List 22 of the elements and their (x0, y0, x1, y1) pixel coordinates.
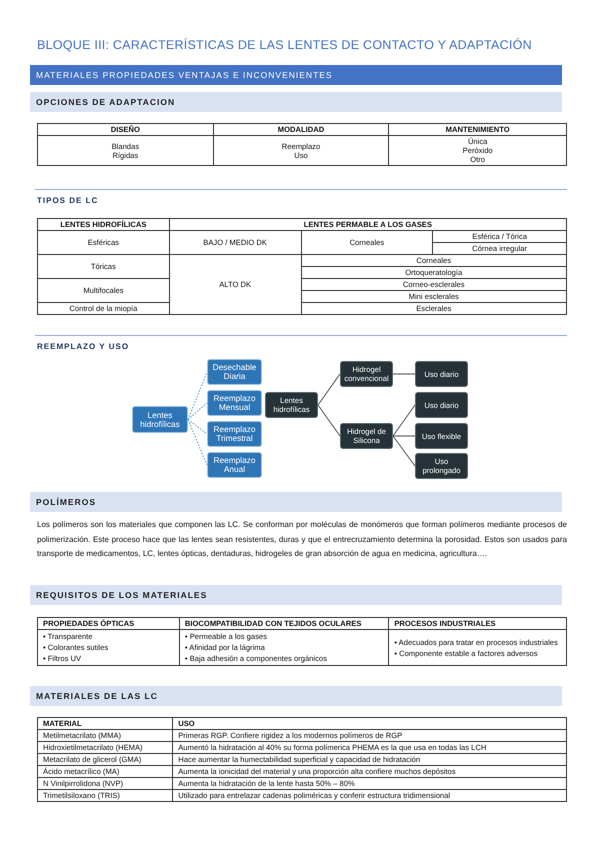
connector-line (318, 404, 340, 436)
section-banner: OPCIONES DE ADAPTACION (30, 92, 562, 112)
process-box: Lentes hidrofílicas (132, 406, 188, 433)
process-box: Desechable Diaria (207, 359, 262, 385)
page-title: BLOQUE III: CARACTERÍSTICAS DE LAS LENTES DE CONTACTO Y ADAPTACIÓN (37, 38, 532, 52)
section-heading: TIPOS DE LC (37, 196, 98, 205)
connector-line (188, 419, 208, 466)
section-heading: REEMPLAZO Y USO (37, 342, 130, 351)
section-banner: REQUISITOS DE LOS MATERIALES (30, 585, 562, 605)
process-box: Reemplazo Anual (207, 452, 262, 478)
body-paragraph: Los polímeros son los materiales que componen las LC. Se conforman por moléculas de monómeros que forman polímeros mediante procesos de polimerización. Este proceso hace que las lentes sean resistentes, duras y que el entrecruzamiento determina la porosidad. Estos son usados para transporte de medicamentos, LC, lentes ópticas, dentaduras, hidrogeles de gran absorción de agua en medicina, agricultura…. (37, 519, 567, 560)
connector-line (188, 402, 208, 420)
section-banner: POLÍMEROS (30, 492, 562, 512)
process-box: Reemplazo Mensual (207, 390, 262, 416)
connector-line (392, 436, 416, 466)
connector-line (188, 372, 208, 420)
section-banner: MATERIALES PROPIEDADES VENTAJAS E INCONVENIENTES (30, 65, 562, 85)
connector-line (392, 404, 416, 436)
connector-line (318, 374, 340, 406)
process-box: Reemplazo Trimestral (207, 421, 262, 447)
section-banner: MATERIALES DE LAS LC (30, 686, 562, 706)
connector-line (188, 419, 208, 434)
